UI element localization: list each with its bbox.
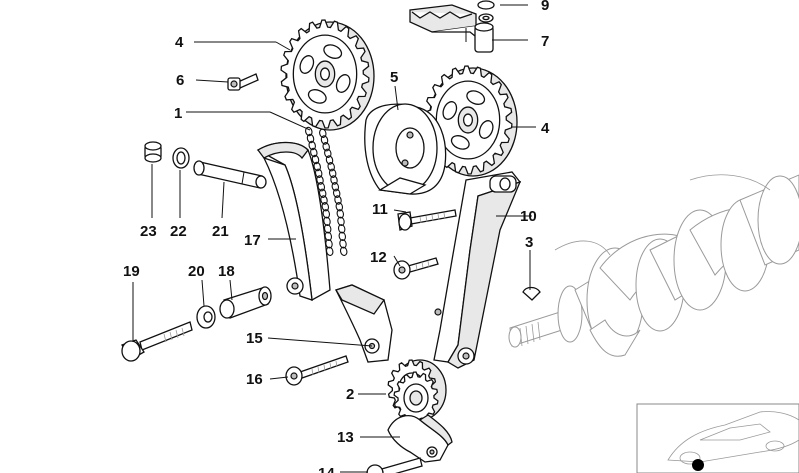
part-13-guide-bracket — [387, 414, 453, 463]
callout-2: 2 — [346, 386, 354, 403]
part-15-lower-guide — [335, 284, 393, 363]
part-14-bolt — [366, 457, 423, 473]
callout-4-upper: 4 — [175, 34, 184, 51]
part-3-woodruff-key — [522, 286, 541, 301]
chain-link — [331, 182, 340, 192]
part-18-sleeve — [219, 286, 272, 319]
part-7-tensioner-bracket — [409, 4, 494, 53]
chain-link — [332, 188, 341, 198]
chain-link — [320, 135, 329, 145]
callout-17: 17 — [244, 232, 261, 249]
part-17-guide-rail — [256, 141, 331, 302]
part-20-washer — [196, 305, 216, 329]
part-6-bolt — [227, 73, 259, 91]
chain-link — [337, 216, 345, 226]
part-12-bolt — [393, 257, 439, 280]
part-1-timing-chain — [305, 126, 348, 256]
chain-link — [323, 224, 332, 234]
callout-12: 12 — [370, 249, 387, 266]
chain-link — [323, 216, 331, 226]
camshaft-sprocket-lower — [423, 65, 518, 177]
chain-link — [321, 202, 330, 212]
chain-link — [320, 195, 328, 205]
vehicle-thumbnail[interactable] — [636, 403, 799, 473]
part-11-bolt — [397, 209, 457, 231]
car-silhouette-icon — [667, 411, 799, 465]
sprocket-window — [335, 74, 351, 93]
callout-9: 9 — [541, 0, 549, 14]
chain-link — [308, 140, 316, 151]
chain-link — [318, 188, 327, 198]
chain-link — [339, 239, 347, 249]
chain-link — [327, 162, 335, 172]
part-19-long-bolt — [121, 321, 193, 362]
chain-link — [324, 148, 332, 158]
callout-3: 3 — [525, 234, 533, 251]
callout-7: 7 — [541, 33, 549, 50]
callout-22: 22 — [170, 223, 187, 240]
part-10-tensioner-rail — [433, 171, 522, 369]
chain-link — [334, 195, 342, 205]
chain-link — [313, 161, 321, 172]
part-21-pin — [193, 160, 267, 189]
chain-link — [339, 246, 348, 256]
callout-18: 18 — [218, 263, 235, 280]
chain-link — [322, 142, 330, 152]
chain-link — [337, 224, 346, 234]
chain-link — [314, 168, 323, 178]
sprocket-window — [299, 55, 315, 74]
part-16-bolt — [285, 355, 349, 386]
callout-21: 21 — [212, 223, 229, 240]
part-5-hub — [364, 103, 447, 195]
callout-4-lower: 4 — [541, 120, 550, 137]
chain-link — [328, 168, 337, 178]
callout-15: 15 — [246, 330, 263, 347]
camshaft-sprocket-upper — [280, 19, 375, 131]
chain-link — [330, 175, 338, 185]
callout-labels: 9 4 7 6 5 1 4 11 10 23 22 21 17 3 12 19 … — [123, 0, 550, 473]
callout-5: 5 — [390, 69, 398, 86]
callout-20: 20 — [188, 263, 205, 280]
callout-16: 16 — [246, 371, 263, 388]
callout-10: 10 — [520, 208, 537, 225]
chain-link — [319, 128, 327, 138]
chain-link — [325, 155, 334, 165]
callout-19: 19 — [123, 263, 140, 280]
engine-location-marker — [692, 459, 704, 471]
sprocket-window — [307, 89, 327, 104]
chain-link — [306, 133, 315, 144]
part-2-crank-sprocket — [387, 359, 447, 425]
callout-23: 23 — [140, 223, 157, 240]
crankshaft-illustration — [508, 174, 799, 357]
leader-lines — [132, 4, 536, 473]
sprocket-window — [478, 120, 494, 139]
sprocket-window — [323, 44, 343, 59]
part-9-washer — [477, 0, 495, 23]
chain-link — [305, 126, 313, 137]
chain-link — [310, 147, 318, 158]
callout-6: 6 — [176, 72, 184, 89]
callout-11: 11 — [372, 201, 388, 218]
chain-link — [335, 202, 344, 212]
callout-1: 1 — [174, 105, 182, 122]
sprocket-window — [466, 90, 486, 105]
sprocket-window — [442, 101, 458, 120]
chain-link — [338, 231, 347, 241]
sprocket-window — [450, 135, 470, 150]
chain-link — [322, 209, 331, 219]
chain-link — [311, 154, 320, 165]
callout-13: 13 — [337, 429, 354, 446]
chain-link — [336, 209, 345, 219]
part-22-seal-ring — [172, 147, 190, 169]
part-23-plug — [144, 141, 162, 163]
callout-14: 14 — [318, 465, 335, 473]
